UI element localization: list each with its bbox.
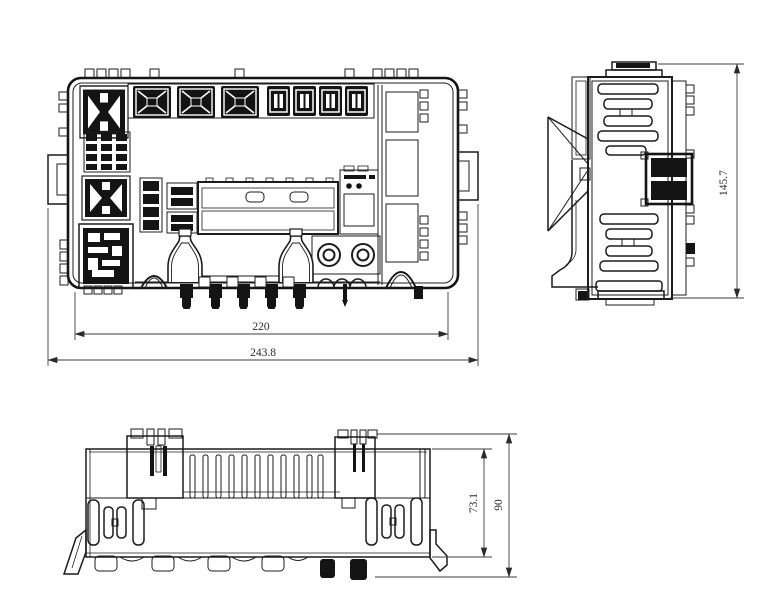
mid-fuse-banks [139,177,198,234]
side-right-tabs [685,84,695,267]
dimension-label-overall-height: 90 [493,499,505,511]
terminal-stud [265,284,278,309]
dimension-label-inner-width: 220 [252,321,270,333]
right-compartment-column [377,85,429,289]
front-left-mounting-bracket [47,91,69,286]
bottom-view: 73.1 90 [62,428,517,580]
side-vent-fins-bottom [595,213,663,292]
dimension-label-outer-width: 243.8 [250,347,276,359]
square-connector-slot [266,85,291,117]
ring-terminal-block [311,235,381,275]
dimension-label-body-height: 73.1 [468,493,480,513]
diagnostic-module [339,165,379,235]
rubber-foot [320,559,335,578]
castle-tower-right [334,429,378,509]
x-connector-slot [176,85,216,119]
mini-fuse-grid [83,131,131,173]
bottom-comb-fins [189,454,324,499]
side-dimension: 145.7 [658,63,744,299]
terminal-stud [237,284,250,309]
side-view: 145.7 [547,61,744,306]
bottom-foot-right [429,529,448,573]
front-view: 220 243.8 [47,68,479,366]
rubber-foot [350,559,367,580]
terminal-stud [293,284,306,309]
indicator-dot [356,183,362,189]
front-top-connector-row [127,83,375,119]
square-connector-slot [318,85,343,117]
front-dimensions: 220 243.8 [47,204,479,366]
square-connector-slot [344,85,369,117]
latch-slots-left [87,499,145,546]
bottom-foot-left [62,528,87,575]
relay-socket [79,85,129,139]
central-fuse-block [197,177,339,235]
side-vent-fins-top [597,83,659,156]
side-mounting-funnel [547,116,591,232]
ring-terminal [317,243,341,267]
x-connector-slot [132,85,172,119]
bottom-scallops [94,555,367,580]
front-left-relay-column [78,85,134,295]
front-top-mounting-tabs [84,68,419,79]
relay-socket-lower [78,223,134,289]
x-connector-slot [220,85,260,119]
relay-socket [81,175,131,221]
castle-tower-left [126,428,184,510]
bell-tower [167,228,203,283]
side-bottom-feet [597,290,665,306]
side-lower-foot [551,160,598,301]
side-connector-block [640,151,694,207]
bell-tower [278,228,314,283]
ring-terminal [351,243,375,267]
terminal-stud [209,284,222,309]
front-bottom-zone [135,228,423,309]
latch-slots-right [365,497,423,546]
front-right-mounting-bracket [457,89,479,245]
terminal-stud [180,284,193,309]
dimension-label-height: 145.7 [718,170,730,196]
square-connector-slot [292,85,317,117]
bottom-dimensions: 73.1 90 [375,433,517,578]
indicator-dot [346,183,352,189]
front-bottom-left-tabs [83,285,123,295]
bottom-body-outline [85,448,431,558]
